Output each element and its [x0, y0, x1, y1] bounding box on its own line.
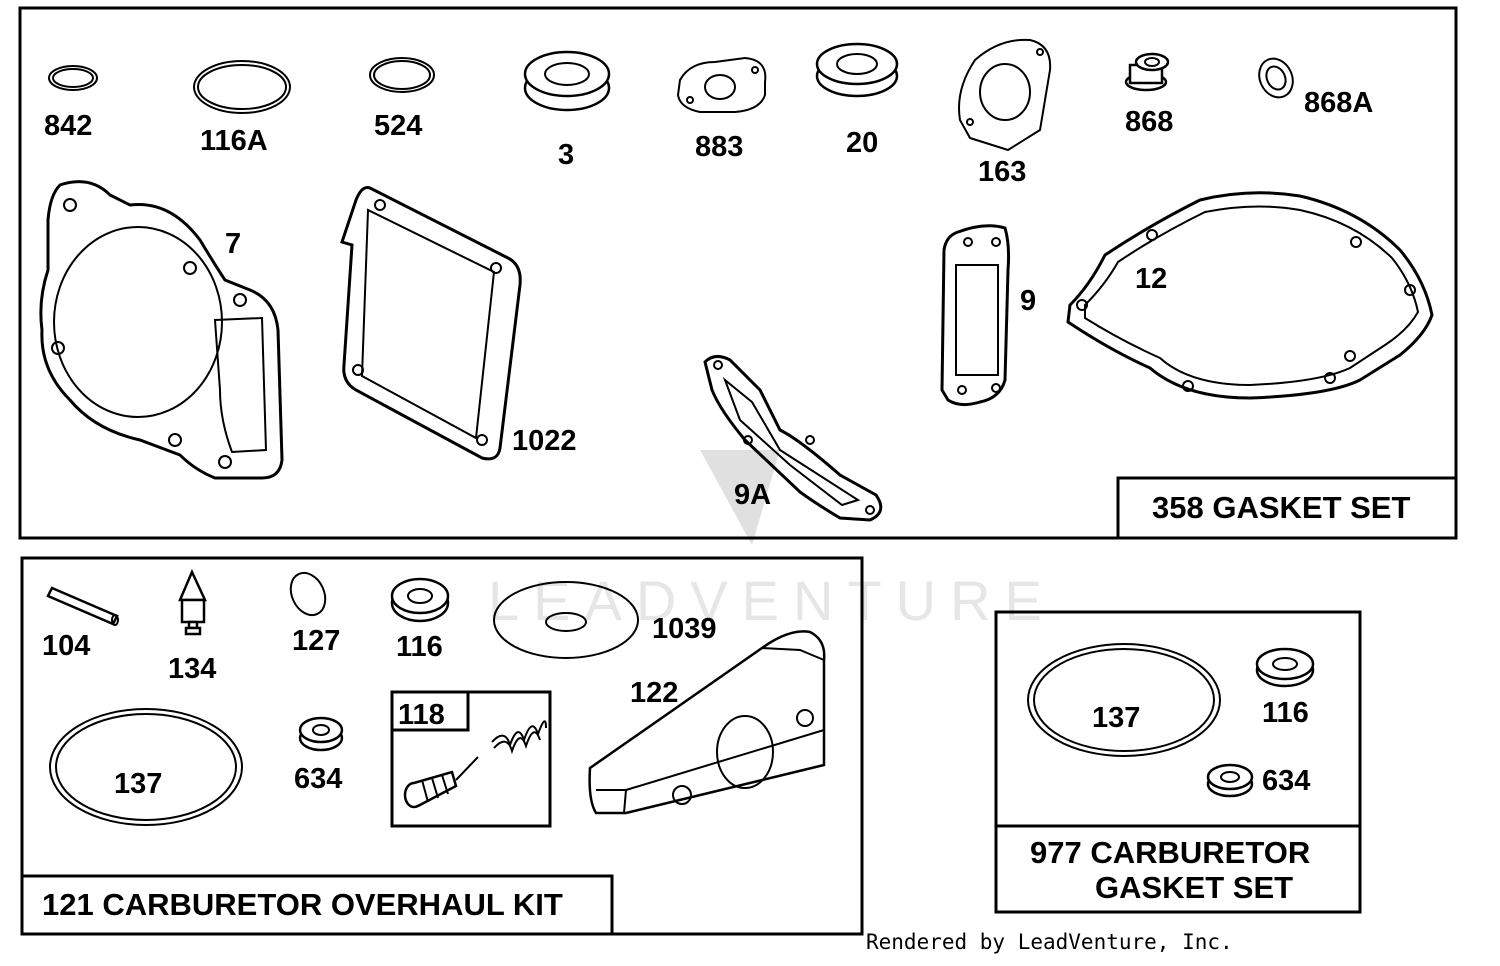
part-label-122: 122 [630, 677, 678, 709]
part-634-washer-b[interactable] [1206, 763, 1254, 798]
part-137-o-ring[interactable] [49, 708, 243, 826]
part-label-9: 9 [1020, 285, 1036, 317]
part-7-head-gasket[interactable] [39, 180, 284, 480]
part-label-868: 868 [1125, 106, 1173, 138]
part-842-o-ring[interactable] [48, 65, 98, 91]
part-label-842: 842 [44, 110, 92, 142]
part-116-washer[interactable] [390, 577, 450, 623]
part-label-127: 127 [292, 625, 340, 657]
part-label-137: 137 [114, 768, 162, 800]
gasket-set-label-box [1116, 476, 1458, 540]
part-12-crankcase-gasket[interactable] [1066, 191, 1434, 400]
part-118-idle-mixture-screw[interactable] [403, 756, 479, 809]
part-label-137-b: 137 [1092, 702, 1140, 734]
carb-gasket-set-title-line1: 977 CARBURETOR [1030, 835, 1310, 870]
part-label-116A: 116A [200, 125, 268, 157]
part-118-label-box [390, 690, 470, 732]
part-label-12: 12 [1135, 263, 1167, 295]
part-9A-gasket[interactable] [703, 355, 883, 522]
watermark-logo [700, 450, 780, 545]
part-868A-washer[interactable] [1253, 53, 1299, 103]
part-label-868A: 868A [1304, 87, 1373, 119]
part-134-needle-valve[interactable] [178, 568, 207, 636]
part-116A-o-ring[interactable] [193, 60, 291, 114]
part-label-1039: 1039 [652, 613, 717, 645]
part-118-spring[interactable] [491, 720, 547, 755]
part-label-634: 634 [294, 763, 342, 795]
part-524-o-ring[interactable] [369, 57, 435, 93]
part-163-gasket[interactable] [958, 38, 1052, 152]
part-label-634-b: 634 [1262, 765, 1310, 797]
part-label-883: 883 [695, 131, 743, 163]
part-1039-diaphragm[interactable] [493, 581, 639, 659]
part-137-o-ring-b[interactable] [1027, 643, 1221, 757]
carb-gasket-set-label-box [994, 824, 1362, 914]
part-634-washer[interactable] [298, 716, 344, 752]
part-127-welch-plug[interactable] [284, 567, 332, 620]
part-3-oil-seal[interactable] [523, 50, 611, 112]
footer-credit: Rendered by LeadVenture, Inc. [866, 930, 1233, 954]
overhaul-kit-label-box [20, 874, 614, 936]
part-label-104: 104 [42, 630, 90, 662]
part-868-valve-seal[interactable] [1124, 52, 1170, 92]
part-118-box [390, 690, 552, 828]
carb-gasket-set-title-line2: GASKET SET [1095, 870, 1293, 905]
gasket-set-panel [18, 6, 1458, 540]
part-9-gasket[interactable] [940, 224, 1011, 407]
part-label-7: 7 [225, 228, 241, 260]
part-label-9A: 9A [734, 479, 771, 511]
part-label-116-b: 116 [1262, 697, 1309, 729]
part-104-pin[interactable] [46, 586, 119, 626]
overhaul-kit-title: 121 CARBURETOR OVERHAUL KIT [42, 887, 563, 922]
part-883-gasket[interactable] [676, 56, 767, 113]
part-label-1022: 1022 [512, 425, 577, 457]
part-label-3: 3 [558, 139, 574, 171]
part-label-118: 118 [398, 699, 445, 731]
gasket-set-title: 358 GASKET SET [1152, 490, 1410, 525]
part-116-washer-b[interactable] [1255, 647, 1315, 688]
part-label-20: 20 [846, 127, 878, 159]
part-20-oil-seal[interactable] [815, 42, 899, 98]
part-label-524: 524 [374, 110, 422, 142]
watermark: LEADVENTURE [488, 569, 1056, 632]
part-label-134: 134 [168, 653, 216, 685]
part-122-spacer[interactable] [588, 630, 826, 815]
part-1022-gasket[interactable] [340, 186, 522, 461]
part-label-116: 116 [396, 631, 443, 663]
part-label-163: 163 [978, 156, 1026, 188]
